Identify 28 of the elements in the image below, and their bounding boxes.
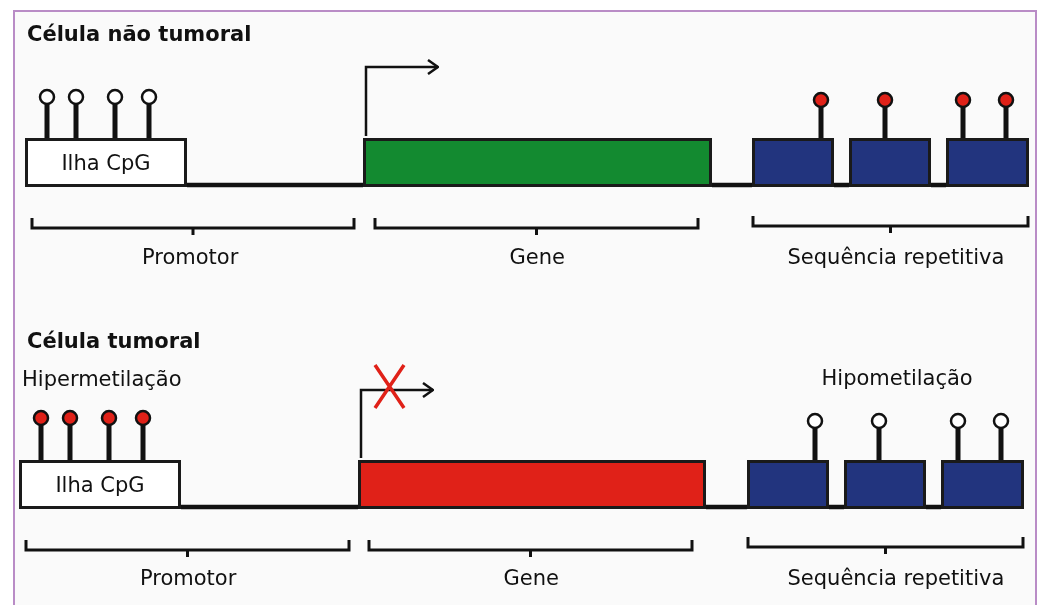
panel-heading: Célula tumoral [27,329,201,353]
region-label: Gene [503,566,559,590]
sequence-block [747,460,829,509]
sequence-block [752,138,834,187]
cpg-island-box [19,460,181,509]
sequence-block [849,138,931,187]
region-label: Ilha CpG [61,150,151,175]
region-label: Promotor [142,245,239,269]
dna-backbone-line [181,504,358,510]
dna-backbone-line [706,504,747,510]
panel-heading: Célula não tumoral [27,22,252,46]
transcription-arrow [364,58,440,136]
transcription-arrow [359,381,435,458]
sequence-block [358,460,706,509]
region-label: Promotor [140,566,237,590]
sequence-block [946,138,1029,187]
annotation-text: Hipometilação [821,366,973,390]
annotation-text: Hipermetilação [22,367,182,391]
dna-backbone-line [187,182,363,188]
region-label: Sequência repetitiva [787,245,1005,269]
sequence-block [941,460,1024,509]
region-label: Ilha CpG [55,472,145,497]
region-label: Sequência repetitiva [787,566,1005,590]
sequence-block [844,460,926,509]
region-label: Gene [509,245,565,269]
cpg-island-box [25,138,187,187]
sequence-block [363,138,712,187]
dna-backbone-line [712,182,752,188]
